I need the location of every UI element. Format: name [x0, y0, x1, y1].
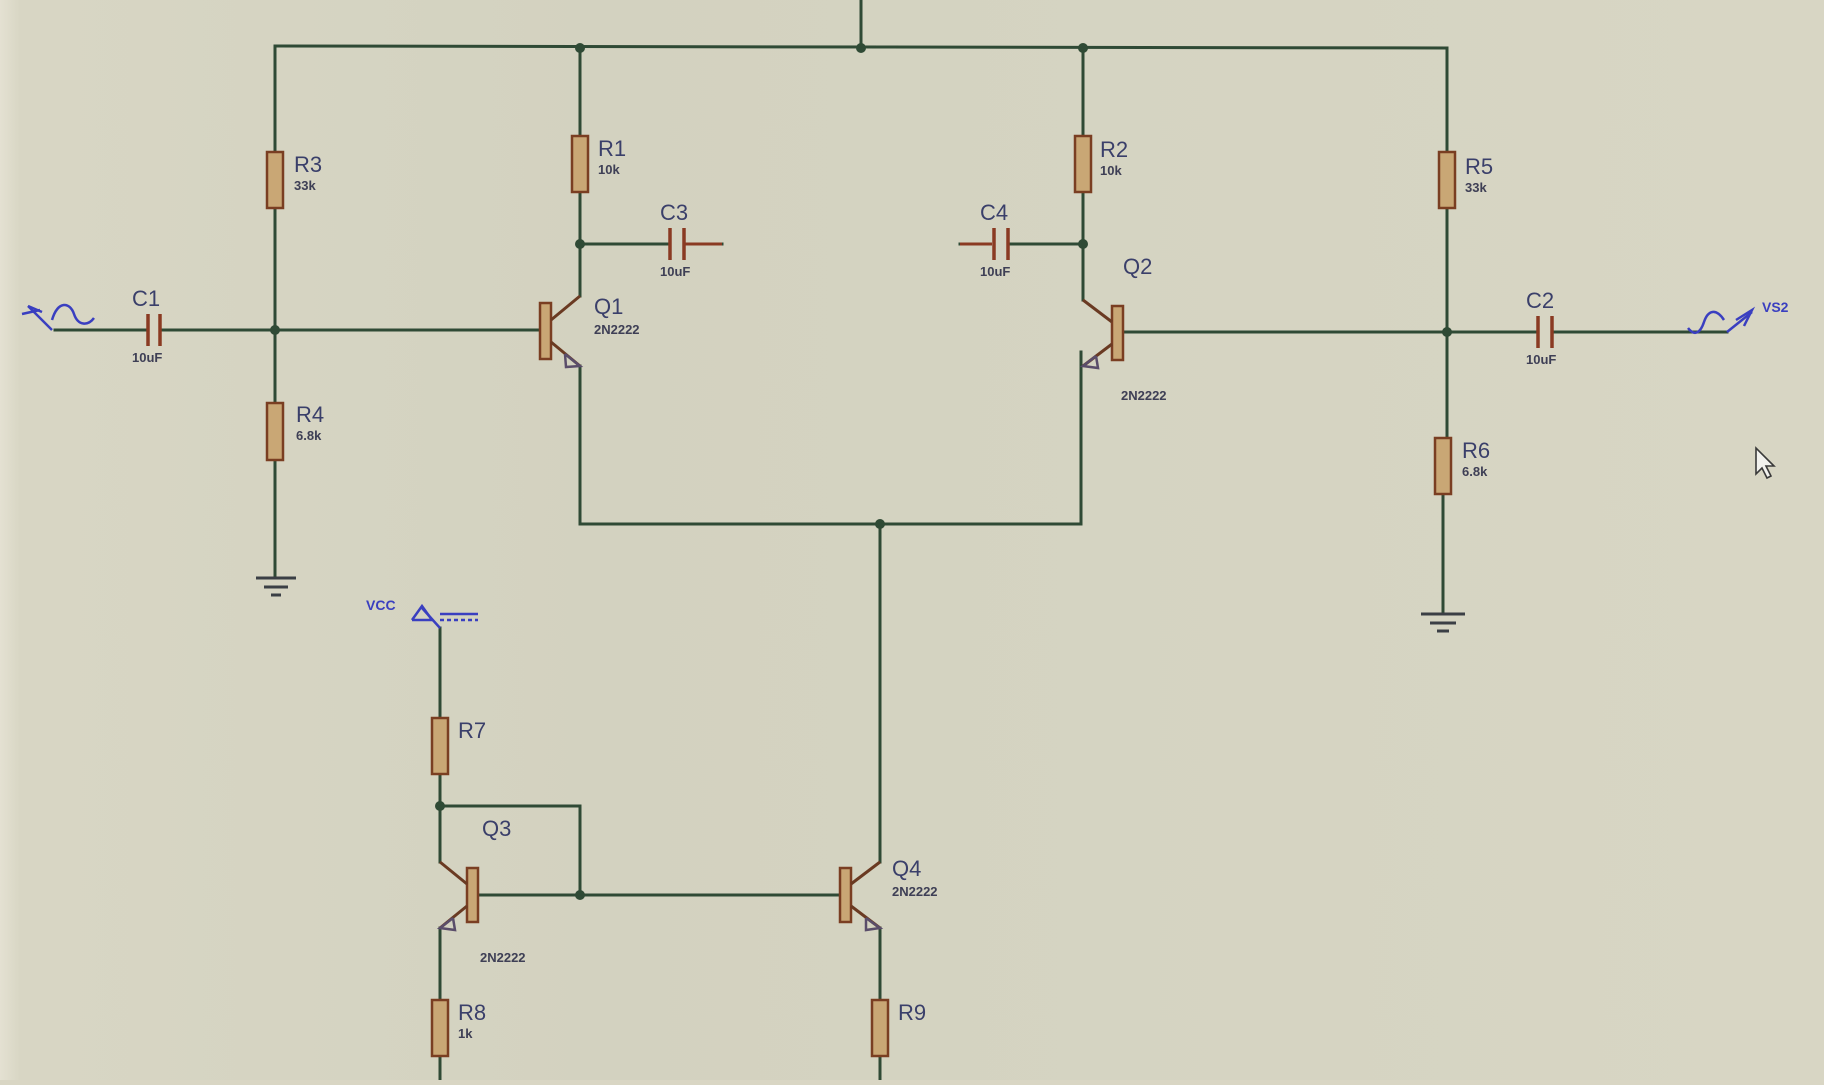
transistor-Q3[interactable]: Q3 2N2222 [436, 816, 526, 965]
R2-label: R2 [1100, 137, 1128, 162]
R1-label: R1 [598, 136, 626, 161]
transistor-Q4[interactable]: Q4 2N2222 [838, 856, 938, 932]
sine-source-icon[interactable]: VS2 [1687, 299, 1789, 335]
R1-value: 10k [598, 162, 620, 177]
R7-label: R7 [458, 718, 486, 743]
Q1-model: 2N2222 [594, 322, 640, 337]
resistor-R8[interactable]: R8 1k [430, 998, 486, 1058]
R8-value: 1k [458, 1026, 473, 1041]
resistor-R6[interactable]: R6 6.8k [1433, 436, 1490, 496]
capacitor-C2[interactable]: C2 10uF [1526, 288, 1556, 367]
R8-label: R8 [458, 1000, 486, 1025]
R5-value: 33k [1465, 180, 1487, 195]
sine-source-icon[interactable] [21, 303, 95, 331]
resistor-R9[interactable]: R9 [870, 998, 926, 1058]
resistor-R4[interactable]: R4 6.8k [265, 401, 324, 462]
mouse-cursor-icon [1755, 446, 1776, 480]
R5-label: R5 [1465, 154, 1493, 179]
Q2-model: 2N2222 [1121, 388, 1167, 403]
transistor-Q2[interactable]: Q2 2N2222 [1079, 254, 1167, 403]
C4-value: 10uF [980, 264, 1010, 279]
R4-value: 6.8k [296, 428, 322, 443]
Q3-label: Q3 [482, 816, 511, 841]
capacitor-C4[interactable]: C4 10uF [960, 200, 1010, 279]
R3-label: R3 [294, 152, 322, 177]
C2-value: 10uF [1526, 352, 1556, 367]
vcc-label: VCC [366, 597, 396, 613]
Q3-model: 2N2222 [480, 950, 526, 965]
resistor-R7[interactable]: R7 [430, 716, 486, 776]
C1-value: 10uF [132, 350, 162, 365]
R6-value: 6.8k [1462, 464, 1488, 479]
C3-value: 10uF [660, 264, 690, 279]
resistor-R1[interactable]: R1 10k [570, 134, 626, 194]
resistor-R2[interactable]: R2 10k [1073, 134, 1128, 194]
capacitor-C3[interactable]: C3 10uF [660, 200, 722, 279]
Q4-label: Q4 [892, 856, 921, 881]
dc-source-icon[interactable]: VCC [366, 597, 478, 629]
C4-label: C4 [980, 200, 1008, 225]
R6-label: R6 [1462, 438, 1490, 463]
R9-label: R9 [898, 1000, 926, 1025]
ground-icon [1421, 612, 1465, 633]
resistor-R3[interactable]: R3 33k [265, 150, 322, 210]
R2-value: 10k [1100, 163, 1122, 178]
transistor-Q1[interactable]: Q1 2N2222 [538, 294, 640, 369]
C1-label: C1 [132, 286, 160, 311]
resistor-R5[interactable]: R5 33k [1437, 150, 1493, 210]
Q2-label: Q2 [1123, 254, 1152, 279]
C3-label: C3 [660, 200, 688, 225]
R4-label: R4 [296, 402, 324, 427]
junction-nodes [270, 43, 1452, 900]
R3-value: 33k [294, 178, 316, 193]
C2-label: C2 [1526, 288, 1554, 313]
ground-icon [256, 576, 296, 597]
Q4-model: 2N2222 [892, 884, 938, 899]
wires [53, 0, 1729, 1082]
capacitor-C1[interactable]: C1 10uF [132, 286, 162, 365]
vs2-label: VS2 [1762, 299, 1789, 315]
Q1-label: Q1 [594, 294, 623, 319]
